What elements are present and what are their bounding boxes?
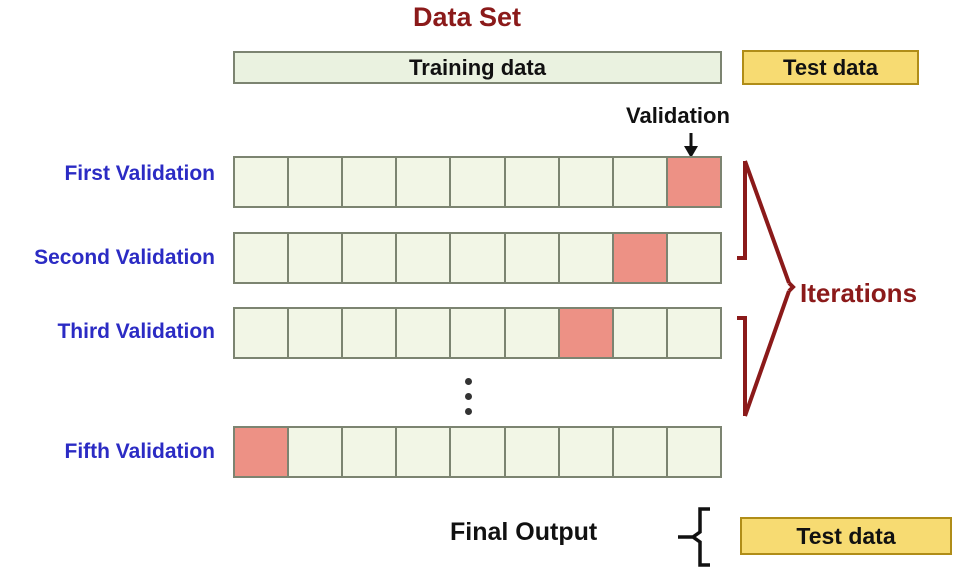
fold-row-first-validation — [233, 156, 722, 208]
left-curly-brace-icon — [676, 506, 716, 568]
validation-fold-cell — [611, 232, 668, 284]
training-fold-cell — [449, 232, 506, 284]
training-fold-cell — [395, 307, 452, 359]
ellipsis-dot — [465, 378, 472, 385]
test-data-box-bottom: Test data — [740, 517, 952, 555]
training-fold-cell — [395, 232, 452, 284]
training-fold-cell — [233, 156, 290, 208]
training-fold-cell — [449, 426, 506, 478]
training-fold-cell — [233, 232, 290, 284]
row-label-second-validation: Second Validation — [34, 246, 215, 269]
training-fold-cell — [557, 426, 614, 478]
training-fold-cell — [665, 307, 722, 359]
training-fold-cell — [233, 307, 290, 359]
fold-row-fifth-validation — [233, 426, 722, 478]
fold-row-second-validation — [233, 232, 722, 284]
training-fold-cell — [557, 232, 614, 284]
training-fold-cell — [449, 307, 506, 359]
training-fold-cell — [611, 156, 668, 208]
training-fold-cell — [341, 426, 398, 478]
training-fold-cell — [557, 156, 614, 208]
training-fold-cell — [665, 232, 722, 284]
down-arrow-icon — [680, 133, 702, 159]
row-label-first-validation: First Validation — [64, 162, 215, 185]
training-fold-cell — [503, 426, 560, 478]
test-data-label-bottom: Test data — [796, 522, 896, 549]
training-data-label: Training data — [409, 54, 546, 80]
validation-annotation-label: Validation — [626, 103, 730, 128]
training-fold-cell — [287, 232, 344, 284]
training-data-bar: Training data — [233, 51, 722, 84]
vertical-ellipsis-icon — [465, 378, 472, 415]
final-output-label: Final Output — [450, 518, 598, 546]
training-fold-cell — [287, 307, 344, 359]
test-data-label-top: Test data — [783, 54, 878, 80]
iterations-label: Iterations — [800, 278, 918, 308]
row-label-third-validation: Third Validation — [57, 320, 215, 343]
training-fold-cell — [287, 156, 344, 208]
validation-fold-cell — [665, 156, 722, 208]
ellipsis-dot — [465, 408, 472, 415]
training-fold-cell — [503, 156, 560, 208]
training-fold-cell — [395, 156, 452, 208]
training-fold-cell — [341, 156, 398, 208]
training-fold-cell — [449, 156, 506, 208]
training-fold-cell — [341, 307, 398, 359]
training-fold-cell — [503, 307, 560, 359]
training-fold-cell — [503, 232, 560, 284]
right-curly-brace-icon — [737, 158, 799, 420]
fold-row-third-validation — [233, 307, 722, 359]
training-fold-cell — [611, 307, 668, 359]
training-fold-cell — [611, 426, 668, 478]
training-fold-cell — [341, 232, 398, 284]
validation-fold-cell — [557, 307, 614, 359]
training-fold-cell — [287, 426, 344, 478]
ellipsis-dot — [465, 393, 472, 400]
test-data-box-top: Test data — [742, 50, 919, 85]
row-label-fifth-validation: Fifth Validation — [64, 440, 216, 463]
training-fold-cell — [395, 426, 452, 478]
page-title: Data Set — [413, 2, 522, 32]
training-fold-cell — [665, 426, 722, 478]
validation-fold-cell — [233, 426, 290, 478]
